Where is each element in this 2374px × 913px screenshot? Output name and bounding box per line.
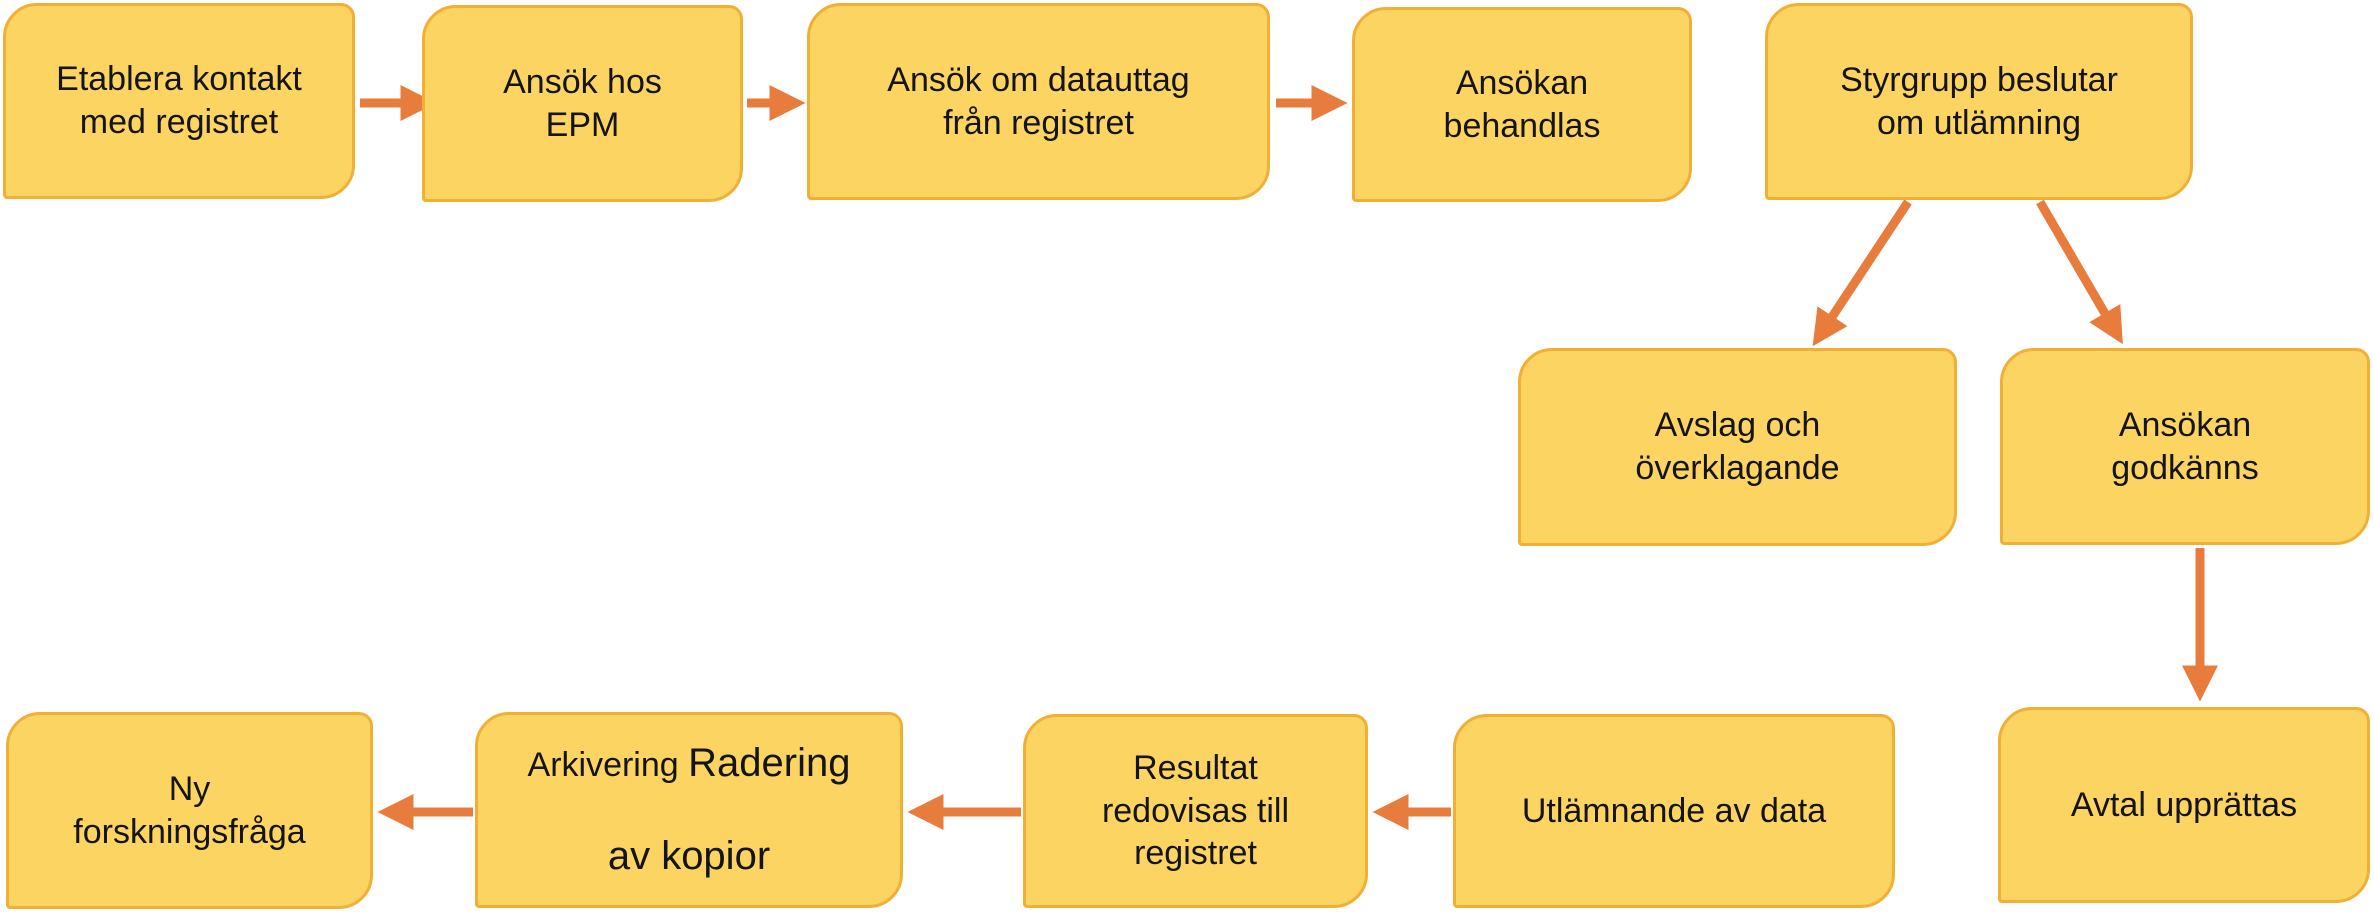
arrow-styrgrupp-to-avslag [1812,199,1912,347]
node-label: Avslag och överklagande [1635,406,1840,487]
node-label: Utlämnande av data [1521,791,1827,830]
node-arkivering-radering: Arkivering Radering av kopior [475,712,903,908]
arrow-styrgrupp-to-godkanns [2036,199,2123,345]
node-label: Avtal upprättas [2070,785,2298,824]
node-label: Ansökan godkänns [2111,405,2259,487]
node-ansok-hos-epm: Ansök hos EPM [422,5,743,202]
node-avtal-upprattas: Avtal upprättas [1998,707,2370,903]
node-utlamnande-av-data: Utlämnande av data [1453,714,1895,908]
node-ansok-om-datauttag: Ansök om datauttag från registret [807,3,1270,200]
node-label-line2: av kopior [607,834,771,879]
node-label: Etablera kontakt med registret [56,60,302,141]
node-label: Arkivering Radering av kopior [528,695,851,913]
node-label: Resultat redovisas till registret [1101,748,1290,873]
node-resultat-redovisas: Resultat redovisas till registret [1023,714,1368,908]
node-label: Styrgrupp beslutar om utlämning [1840,60,2118,142]
node-ansokan-godkanns: Ansökan godkänns [2000,348,2370,545]
node-label-line1: Arkivering Radering [527,741,851,786]
node-label: Ansök om datauttag från registret [887,60,1190,142]
node-styrgrupp-beslutar: Styrgrupp beslutar om utlämning [1765,3,2193,200]
node-label: Ansökan behandlas [1443,63,1601,145]
node-ny-forskningsfraga: Ny forskningsfråga [6,712,373,909]
node-etablera-kontakt: Etablera kontakt med registret [3,3,355,199]
node-label: Ansök hos EPM [503,62,662,144]
node-ansokan-behandlas: Ansökan behandlas [1352,7,1692,202]
node-label: Ny forskningsfråga [73,769,306,851]
node-avslag-overklagande: Avslag och överklagande [1518,348,1957,546]
